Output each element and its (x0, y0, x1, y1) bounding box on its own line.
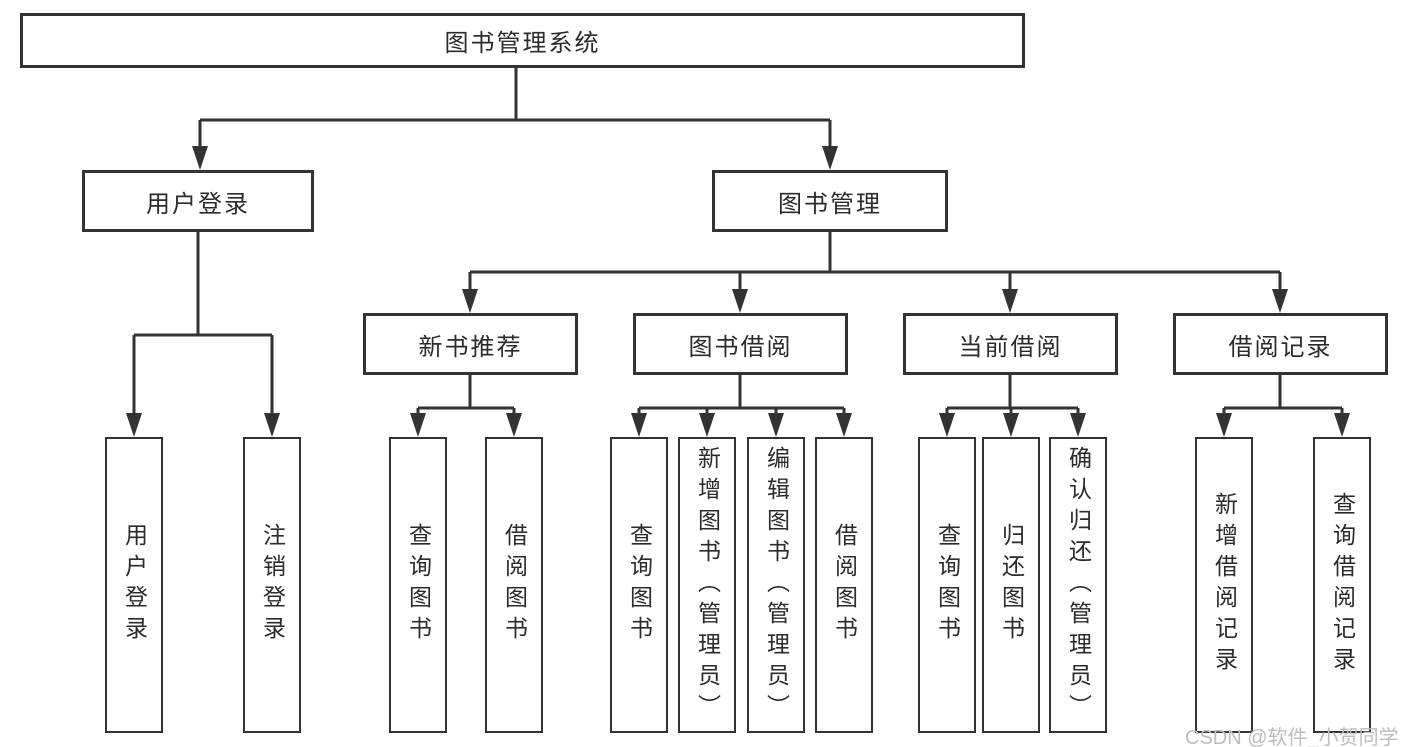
connector-current-borrowing-branch (945, 375, 1080, 415)
node-book-borrowing: 图书借阅 (633, 313, 848, 375)
watermark: CSDN @软件_小贺同学 (1185, 727, 1399, 747)
node-label: 当前借阅 (958, 333, 1063, 361)
node-current-borrowing: 当前借阅 (903, 313, 1118, 375)
connector-user-login-branch (132, 232, 274, 415)
leaf-edit-book-admin: 编辑图书（管理员） (747, 437, 805, 733)
node-book-management: 图书管理 (712, 170, 948, 232)
node-label: 图书借阅 (688, 333, 793, 361)
node-label: 新增借阅记录 (1211, 492, 1238, 678)
node-label: 用户登录 (121, 523, 148, 647)
leaf-user-login: 用户登录 (105, 437, 163, 733)
leaf-add-borrow-record: 新增借阅记录 (1195, 437, 1253, 733)
node-label: 查询图书 (405, 523, 432, 647)
node-label: 归还图书 (998, 523, 1025, 647)
node-label: 查询图书 (934, 523, 961, 647)
node-borrow-records: 借阅记录 (1173, 313, 1388, 375)
leaf-logout-login: 注销登录 (243, 437, 301, 733)
node-label: 用户登录 (146, 190, 250, 218)
leaf-borrow-books: 借阅图书 (815, 437, 873, 733)
leaf-query-books-borrowing: 查询图书 (610, 437, 668, 733)
node-label: 借阅记录 (1228, 333, 1333, 361)
arrowheads (126, 146, 1350, 437)
node-label: 编辑图书（管理员） (763, 445, 790, 725)
node-label: 注销登录 (259, 523, 286, 647)
node-label: 借阅图书 (831, 523, 858, 647)
node-label: 新增图书（管理员） (694, 445, 721, 725)
leaf-query-books-recommend: 查询图书 (389, 437, 447, 733)
leaf-add-book-admin: 新增图书（管理员） (678, 437, 736, 733)
leaf-query-borrow-record: 查询借阅记录 (1313, 437, 1371, 733)
connector-borrow-records-branch (1222, 375, 1344, 415)
leaf-borrow-books-recommend: 借阅图书 (485, 437, 543, 733)
node-library-management-system: 图书管理系统 (20, 13, 1025, 68)
node-label: 新书推荐 (418, 333, 523, 361)
node-label: 借阅图书 (501, 523, 528, 647)
connector-book-management-branch (468, 232, 1282, 291)
leaf-confirm-return-admin: 确认归还（管理员） (1049, 437, 1107, 733)
node-user-login: 用户登录 (82, 170, 314, 232)
node-label: 查询图书 (626, 523, 653, 647)
node-label: 图书管理 (778, 190, 882, 218)
node-label: 查询借阅记录 (1329, 492, 1356, 678)
node-new-book-recommendation: 新书推荐 (363, 313, 578, 375)
node-label: 确认归还（管理员） (1065, 445, 1092, 725)
connector-new-book-branch (416, 375, 516, 415)
connector-root-branch (198, 68, 832, 148)
leaf-query-books-current: 查询图书 (918, 437, 976, 733)
node-label: 图书管理系统 (444, 30, 601, 57)
connector-book-borrowing-branch (637, 375, 846, 415)
leaf-return-book: 归还图书 (982, 437, 1040, 733)
